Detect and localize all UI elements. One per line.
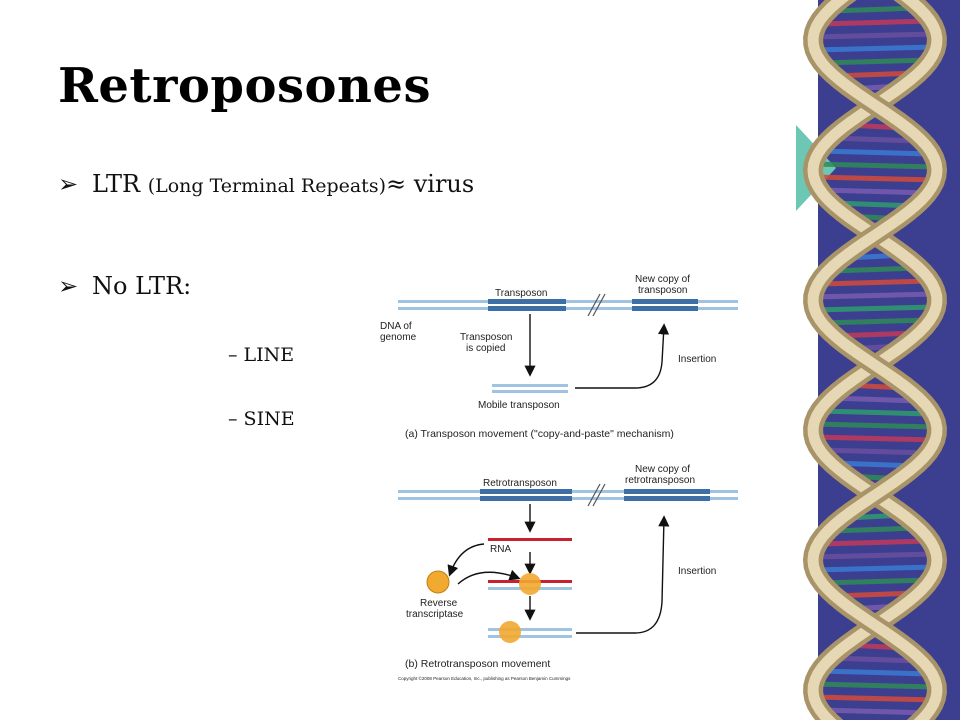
helix-rung: [817, 148, 933, 157]
helix-rung: [828, 525, 922, 534]
helix-rung: [817, 577, 933, 586]
helix-rung: [811, 551, 939, 560]
arrow-insertion-b: [576, 515, 670, 634]
helix-rung: [811, 434, 939, 443]
label-new-copy-1: New copy of: [635, 274, 690, 285]
label-retro-new-copy-1: New copy of: [635, 464, 690, 475]
label-new-copy-2: transposon: [638, 285, 687, 296]
helix-rung: [817, 57, 933, 66]
bullet-ltr-main: LTR: [92, 170, 148, 198]
rna-strand: [488, 538, 572, 541]
helix-rung: [817, 668, 933, 677]
helix-strand-b-highlight: [807, 0, 943, 720]
helix-rung: [817, 447, 933, 456]
bullet-ltr-detail: (Long Terminal Repeats): [147, 175, 386, 197]
label-copied-2: is copied: [466, 343, 505, 354]
label-copied-1: Transposon: [460, 332, 512, 343]
new-copy-segment: [632, 299, 698, 304]
helix-rung: [828, 655, 922, 664]
helix-rung: [828, 5, 922, 14]
helix-rung: [828, 395, 922, 404]
bullet-no-ltr: ➢ No LTR:: [58, 272, 191, 300]
dna-strand-bottom: [398, 307, 738, 310]
label-reverse-1: Reverse: [420, 598, 458, 609]
helix-rung: [811, 564, 939, 573]
helix-rung: [817, 707, 933, 716]
arrow-bullet-icon: ➢: [58, 170, 79, 198]
helix-rung: [811, 174, 939, 183]
helix-strand-a-highlight: [807, 0, 943, 720]
helix-rung: [811, 44, 939, 53]
label-rna: RNA: [490, 544, 511, 555]
panel-a: Transposon New copy of transposon DNA of…: [380, 274, 738, 440]
label-transposon: Transposon: [495, 288, 547, 299]
dna-helix-decoration: [802, 0, 948, 720]
transposon-segment: [488, 299, 566, 304]
helix-strands: [802, 0, 948, 720]
mobile-transposon-strand: [492, 384, 568, 387]
label-dna-2: genome: [380, 332, 417, 343]
arrow-insertion-a: [575, 323, 670, 389]
dna-strand-top: [398, 300, 738, 303]
arrow-from-enzyme: [457, 569, 521, 585]
enzyme-on-rna: [519, 573, 541, 595]
helix-rung: [817, 408, 933, 417]
label-retrotransposon: Retrotransposon: [483, 478, 557, 489]
enzyme-on-cdna: [499, 621, 521, 643]
label-reverse-2: transcriptase: [406, 609, 464, 620]
transposon-diagram: Transposon New copy of transposon DNA of…: [380, 274, 738, 681]
label-dna-1: DNA of: [380, 321, 412, 332]
subitem-line: – LINE: [228, 344, 295, 366]
helix-rung: [811, 161, 939, 170]
helix-rung: [817, 538, 933, 547]
helix-rung: [817, 317, 933, 326]
reverse-transcriptase-enzyme: [426, 570, 450, 594]
helix-rung: [811, 304, 939, 313]
arrow-to-enzyme: [447, 543, 485, 577]
label-insertion-b: Insertion: [678, 566, 716, 577]
helix-rung: [828, 265, 922, 274]
helix-rung: [811, 694, 939, 703]
cdna-strand-top: [488, 628, 572, 631]
helix-rung: [811, 681, 939, 690]
helix-rung: [828, 135, 922, 144]
copyright-note: Copyright ©2008 Pearson Education, Inc.,…: [398, 675, 571, 681]
bullet-no-ltr-main: No LTR:: [92, 272, 192, 300]
subitem-sine: – SINE: [228, 408, 295, 430]
helix-rung: [817, 187, 933, 196]
slide-title: Retroposones: [58, 58, 431, 114]
retrotransposon-segment: [480, 489, 572, 494]
label-retro-new-copy-2: retrotransposon: [625, 475, 695, 486]
new-retro-copy-segment: [624, 489, 710, 494]
helix-rung: [817, 278, 933, 287]
bullet-ltr: ➢ LTR (Long Terminal Repeats)≈ virus: [58, 170, 474, 198]
caption-a: (a) Transposon movement ("copy-and-paste…: [405, 428, 674, 440]
helix-rung: [817, 18, 933, 27]
arrow-bullet-icon: ➢: [58, 272, 79, 300]
caption-b: (b) Retrotransposon movement: [405, 658, 550, 670]
bullet-ltr-suffix: ≈ virus: [385, 170, 475, 198]
helix-rung: [811, 31, 939, 40]
helix-rung: [811, 421, 939, 430]
break-mark: [587, 293, 601, 317]
panel-b: Retrotransposon New copy of retrotranspo…: [398, 464, 738, 681]
label-mobile: Mobile transposon: [478, 400, 560, 411]
helix-rung: [811, 291, 939, 300]
label-insertion-a: Insertion: [678, 354, 716, 365]
